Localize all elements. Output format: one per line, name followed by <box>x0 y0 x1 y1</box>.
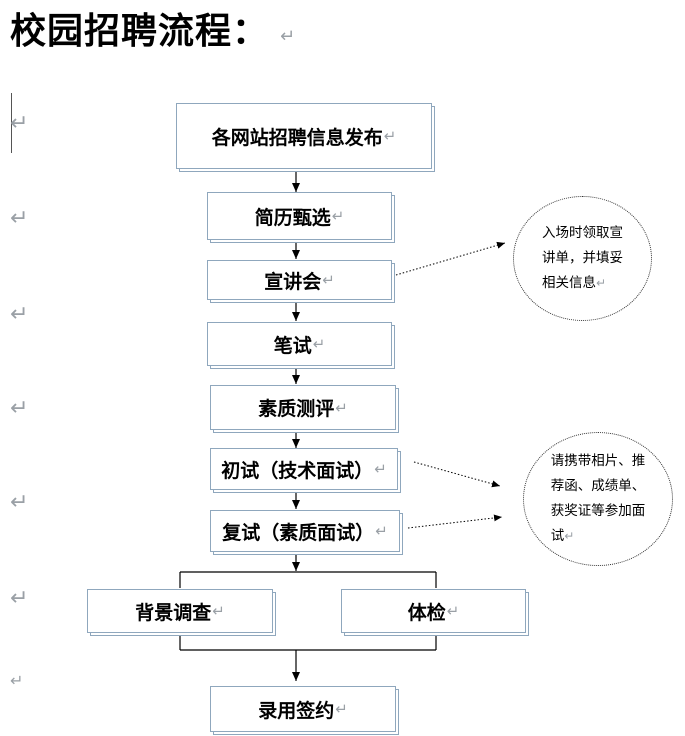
paragraph-mark: ↵ <box>280 26 296 47</box>
paragraph-mark: ↵ <box>335 700 348 718</box>
paragraph-mark: ↵ <box>335 398 348 417</box>
note-bubble-seminar: 入场时领取宣 讲单，并填妥 相关信息↵ <box>513 196 652 321</box>
paragraph-mark: ↵ <box>10 302 29 327</box>
step-written: 笔试↵ <box>207 322 392 366</box>
step-seminar: 宣讲会↵ <box>207 260 392 300</box>
note-connector-first <box>413 461 501 488</box>
note-connector-second <box>407 514 503 529</box>
paragraph-mark: ↵ <box>10 396 29 421</box>
step-label: 简历甄选 <box>254 206 331 229</box>
note-bubble-interview: 请携带相片、推 荐函、成绩单、 获奖证等参加面 试↵ <box>523 432 673 566</box>
paragraph-mark: ↵ <box>10 111 29 136</box>
paragraph-mark: ↵ <box>331 207 345 225</box>
paragraph-mark: ↵ <box>212 602 225 620</box>
text-cursor <box>11 93 12 153</box>
step-label: 素质测评 <box>258 398 335 420</box>
step-label: 宣讲会 <box>264 270 322 293</box>
step-first-interview: 初试（技术面试）↵ <box>210 448 398 490</box>
step-background: 背景调查↵ <box>87 589 273 633</box>
note-line: 获奖证等参加面 <box>550 503 646 519</box>
note-line: 相关信息 <box>542 275 596 291</box>
paragraph-mark: ↵ <box>312 335 326 353</box>
step-label: 复试（素质面试） <box>222 521 375 544</box>
note-line: 入场时领取宣 <box>542 225 623 241</box>
step-label: 初试（技术面试） <box>221 459 374 482</box>
note-line: 请携带相片、推 <box>550 453 646 469</box>
step-label: 录用签约 <box>258 699 335 722</box>
step-label: 各网站招聘信息发布 <box>211 126 383 149</box>
paragraph-mark: ↵ <box>383 127 397 145</box>
paragraph-mark: ↵ <box>446 602 460 620</box>
step-assessment: 素质测评↵ <box>210 385 396 430</box>
paragraph-mark: ↵ <box>375 522 388 540</box>
paragraph-mark: ↵ <box>10 586 29 611</box>
step-hire: 录用签约↵ <box>210 686 396 732</box>
note-line: 讲单，并填妥 <box>542 250 623 266</box>
paragraph-mark: ↵ <box>10 671 24 690</box>
paragraph-mark: ↵ <box>322 271 335 289</box>
paragraph-mark: ↵ <box>10 490 29 515</box>
step-screening: 简历甄选↵ <box>207 192 392 240</box>
step-physical: 体检↵ <box>341 589 526 633</box>
step-label: 背景调查 <box>135 601 212 624</box>
page-title: 校园招聘流程： <box>10 11 270 52</box>
note-line: 试 <box>550 528 565 544</box>
paragraph-mark: ↵ <box>564 529 575 543</box>
step-second-interview: 复试（素质面试）↵ <box>210 510 400 552</box>
paragraph-mark: ↵ <box>10 206 29 231</box>
step-publish: 各网站招聘信息发布↵ <box>176 103 432 169</box>
paragraph-mark: ↵ <box>374 460 387 478</box>
note-connector-seminar <box>395 241 506 276</box>
note-line: 荐函、成绩单、 <box>550 478 646 494</box>
step-label: 体检 <box>407 601 446 624</box>
paragraph-mark: ↵ <box>596 276 607 290</box>
step-label: 笔试 <box>273 334 312 357</box>
